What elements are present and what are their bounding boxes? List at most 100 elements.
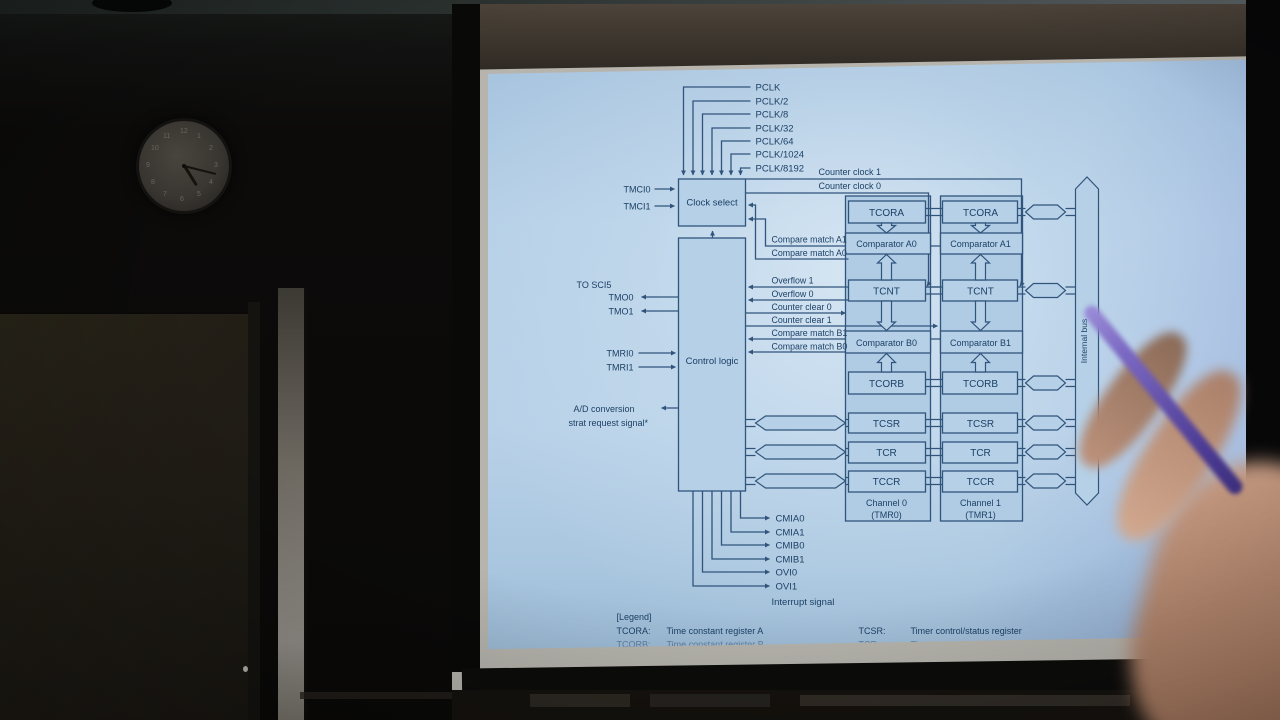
counter-clock0-label: Counter clock 0 xyxy=(819,181,882,191)
whiteboard-edge xyxy=(278,288,307,720)
counter-clear0-label: Counter clear 0 xyxy=(772,302,832,312)
wire-compare-match-a0 xyxy=(748,202,849,260)
legend-v2: Timer control/status register xyxy=(911,626,1022,636)
wire-ovi1 xyxy=(692,491,770,589)
bus-lines-tccr xyxy=(745,476,1076,486)
projector-screen: Internal clock PCLK PCLK/2 PCLK/8 PCLK/3… xyxy=(452,4,1263,702)
wire-cmib1 xyxy=(711,491,770,562)
clock-numeral: 4 xyxy=(209,179,213,186)
legend-row2-clipped: TCORB: Time constant register B TCR: Tim… xyxy=(617,640,996,650)
blackboard xyxy=(0,312,252,720)
bus-lines-tcr xyxy=(745,447,1076,457)
ovi1-label: OVI1 xyxy=(776,582,798,593)
legend-header: [Legend] xyxy=(617,612,652,622)
clock-numeral: 1 xyxy=(197,133,201,140)
tcora0-label: TCORA xyxy=(869,208,904,219)
overflow0-label: Overflow 0 xyxy=(772,289,814,299)
wire-ovi0 xyxy=(701,491,770,575)
overflow1-label: Overflow 1 xyxy=(772,276,814,286)
tcsr0-label: TCSR xyxy=(873,419,900,430)
compare-match-a1-label: Compare match A1 xyxy=(772,235,847,245)
bus-connectors xyxy=(754,204,1067,489)
channel0-name: Channel 0 xyxy=(866,498,907,508)
pclk8-label: PCLK/8 xyxy=(756,110,789,121)
blackboard-frame xyxy=(248,302,260,720)
pclk2-label: PCLK/2 xyxy=(756,97,789,108)
clock-select-label: Clock select xyxy=(686,198,738,209)
tcr0-box xyxy=(847,441,927,464)
clock-numeral: 3 xyxy=(214,162,218,169)
compare-match-a0-label: Compare match A0 xyxy=(772,248,847,258)
hex-tcsr-l xyxy=(754,415,847,431)
tcora1-label: TCORA xyxy=(963,208,998,219)
to-sci5-label: TO SCI5 xyxy=(577,280,612,290)
clock-numeral: 11 xyxy=(163,133,171,140)
bus-lines-tcora xyxy=(925,207,1076,217)
clock-numeral: 9 xyxy=(146,162,150,169)
legend-k2: TCSR: xyxy=(859,626,886,636)
cmib1-label: CMIB1 xyxy=(776,555,805,566)
tcnt0-label: TCNT xyxy=(873,287,900,298)
marker-tray xyxy=(650,694,770,707)
tccr0-box xyxy=(847,470,927,493)
clock-numeral: 7 xyxy=(163,191,167,198)
clock-numeral: 6 xyxy=(180,196,184,203)
wire-counter-clock1 xyxy=(745,178,1025,287)
tcsr1-label: TCSR xyxy=(967,419,994,430)
comparator-a1-box xyxy=(939,232,1024,255)
hex-tccr-r xyxy=(1024,473,1067,489)
marker-tray xyxy=(800,695,1130,706)
pclk32-label: PCLK/32 xyxy=(756,124,794,135)
hex-tcora xyxy=(1024,204,1067,220)
counter-clear1-label: Counter clear 1 xyxy=(772,315,832,325)
wire-pclk xyxy=(681,86,751,176)
marker-tray xyxy=(530,694,630,707)
tcr1-box xyxy=(941,441,1019,464)
ad-conversion-label2: strat request signal* xyxy=(569,418,649,428)
tccr1-box xyxy=(941,470,1019,493)
legend-k4: TCR: xyxy=(859,640,880,649)
tmo0-label: TMO0 xyxy=(608,293,633,303)
legend-v1: Time constant register A xyxy=(667,626,764,636)
tcorb1-label: TCORB xyxy=(963,379,998,390)
blocks xyxy=(677,178,1024,493)
tmo1-label: TMO1 xyxy=(608,307,633,317)
arrow-tcnt0-compa0 xyxy=(875,253,898,281)
hex-tccr-l xyxy=(754,473,847,489)
wire-pclk1024 xyxy=(728,153,751,176)
tmri0-label: TMRI0 xyxy=(607,349,634,359)
tccr1-label: TCCR xyxy=(967,477,995,488)
tccr0-label: TCCR xyxy=(873,477,901,488)
tcnt1-label: TCNT xyxy=(967,287,994,298)
pclk64-label: PCLK/64 xyxy=(756,137,794,148)
comparator-a1-label: Comparator A1 xyxy=(950,239,1011,249)
register-bus-lines xyxy=(745,207,1076,486)
tcsr1-box xyxy=(941,412,1019,434)
bus-lines-tcnt xyxy=(925,286,1076,295)
wire-pclk8192 xyxy=(738,167,751,176)
arrow-tcora0-compa0 xyxy=(875,222,898,234)
pclk1024-label: PCLK/1024 xyxy=(756,150,805,161)
ovi0-label: OVI0 xyxy=(776,568,798,579)
wall-ledge xyxy=(300,692,470,699)
legend-k3: TCORB: xyxy=(617,640,651,649)
clock-numeral: 5 xyxy=(197,191,201,198)
wire-cmia1 xyxy=(730,491,770,535)
screen-left-edge xyxy=(452,4,480,672)
interrupt-signal-label: Interrupt signal xyxy=(772,597,835,608)
wire-pclk64 xyxy=(719,140,751,176)
channel1-name: Channel 1 xyxy=(960,498,1001,508)
hex-tcorb xyxy=(1024,375,1067,391)
wire-pclk2 xyxy=(690,100,751,176)
comparator-b1-box xyxy=(939,330,1024,354)
tcorb0-label: TCORB xyxy=(869,379,904,390)
screen-top-band xyxy=(452,4,1258,70)
wires xyxy=(638,86,1025,589)
clock-numeral: 2 xyxy=(209,145,213,152)
pclk-label: PCLK xyxy=(756,83,781,94)
compare-match-b1-label: Compare match B1 xyxy=(772,328,848,338)
ad-conversion-label1: A/D conversion xyxy=(574,404,635,414)
channel1-subname: (TMR1) xyxy=(965,510,996,520)
comparator-a0-label: Comparator A0 xyxy=(856,239,917,249)
